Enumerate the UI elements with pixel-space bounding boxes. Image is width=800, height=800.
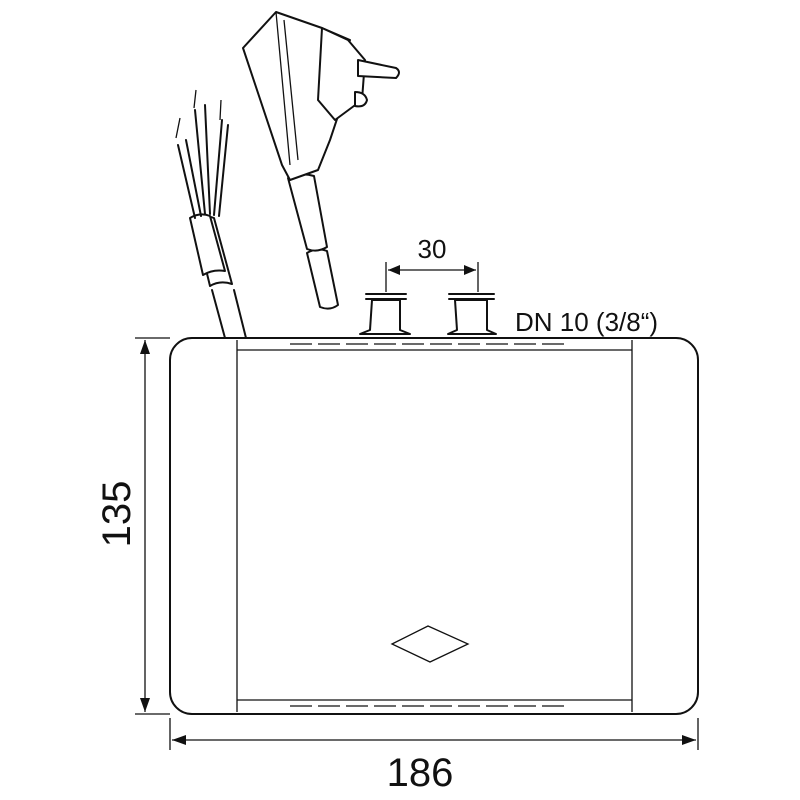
water-connection-right xyxy=(447,293,497,335)
height-dimension-label: 135 xyxy=(95,481,139,548)
schuko-plug-cable xyxy=(242,11,400,310)
connection-size-label: DN 10 (3/8“) xyxy=(515,307,658,337)
connection-spacing-label: 30 xyxy=(418,234,447,264)
water-connection-left xyxy=(359,293,411,335)
width-dimension-label: 186 xyxy=(387,751,454,795)
logo-diamond xyxy=(390,625,470,663)
bare-wire-cable xyxy=(175,89,247,339)
heater-body xyxy=(169,337,699,715)
dimension-lines xyxy=(135,262,699,750)
